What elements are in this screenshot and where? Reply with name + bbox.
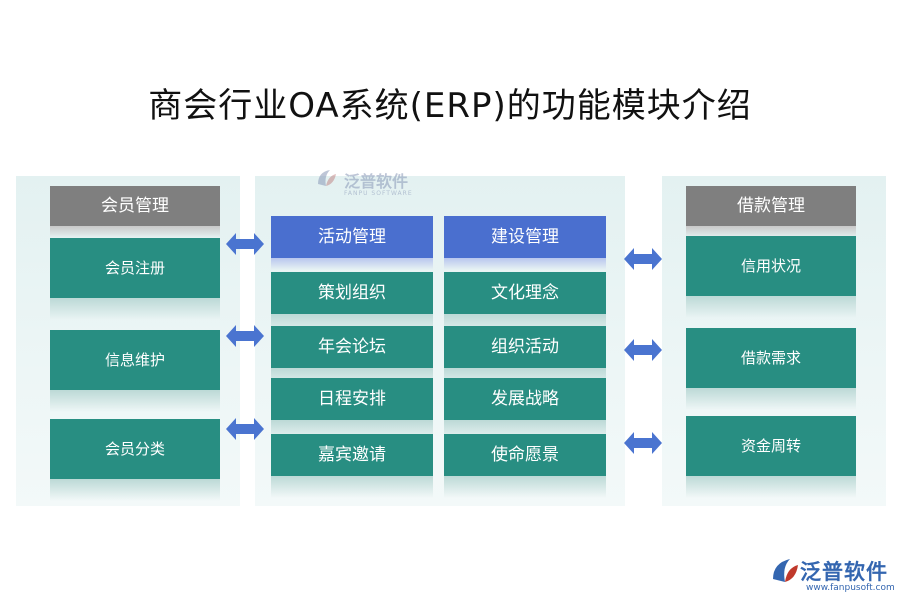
double-arrow-icon	[226, 233, 264, 255]
activity-item: 年会论坛	[271, 326, 433, 390]
watermark-subtext: FANPU SOFTWARE	[344, 190, 413, 197]
double-arrow-icon	[226, 418, 264, 440]
construction-item: 发展战略	[444, 378, 606, 442]
construction-item: 组织活动	[444, 326, 606, 390]
loan-management-panel: 借款管理 信用状况 借款需求 资金周转	[662, 176, 886, 506]
fanpu-logo: 泛普软件 www.fanpusoft.com	[770, 555, 895, 597]
double-arrow-icon	[624, 248, 662, 270]
activity-item: 日程安排	[271, 378, 433, 442]
fanpu-logo-icon	[318, 170, 336, 186]
watermark-text: 泛普软件	[344, 172, 409, 191]
loan-item: 资金周转	[686, 416, 856, 498]
member-item: 会员注册	[50, 238, 220, 320]
watermark: 泛普软件 FANPU SOFTWARE	[318, 168, 413, 197]
page-title: 商会行业OA系统(ERP)的功能模块介绍	[148, 86, 752, 126]
construction-item: 使命愿景	[444, 434, 606, 498]
logo-text: 泛普软件	[800, 560, 888, 584]
member-item: 会员分类	[50, 419, 220, 501]
activity-construction-panel: 活动管理 建设管理 策划组织 年会论坛 日程安排 嘉宾邀请 文化理念 组织活动 …	[255, 176, 625, 506]
member-management-header: 会员管理	[50, 186, 220, 238]
double-arrow-icon	[624, 432, 662, 454]
logo-url: www.fanpusoft.com	[806, 583, 895, 593]
loan-item: 借款需求	[686, 328, 856, 410]
activity-item: 策划组织	[271, 272, 433, 336]
activity-item: 嘉宾邀请	[271, 434, 433, 498]
double-arrow-icon	[226, 325, 264, 347]
construction-item: 文化理念	[444, 272, 606, 336]
member-management-panel: 会员管理 会员注册 信息维护 会员分类	[16, 176, 240, 506]
construction-management-header: 建设管理	[444, 216, 606, 270]
member-item: 信息维护	[50, 330, 220, 412]
loan-management-header: 借款管理	[686, 186, 856, 238]
double-arrow-icon	[624, 339, 662, 361]
loan-item: 信用状况	[686, 236, 856, 318]
activity-management-header: 活动管理	[271, 216, 433, 270]
fanpu-logo-icon	[773, 559, 798, 582]
